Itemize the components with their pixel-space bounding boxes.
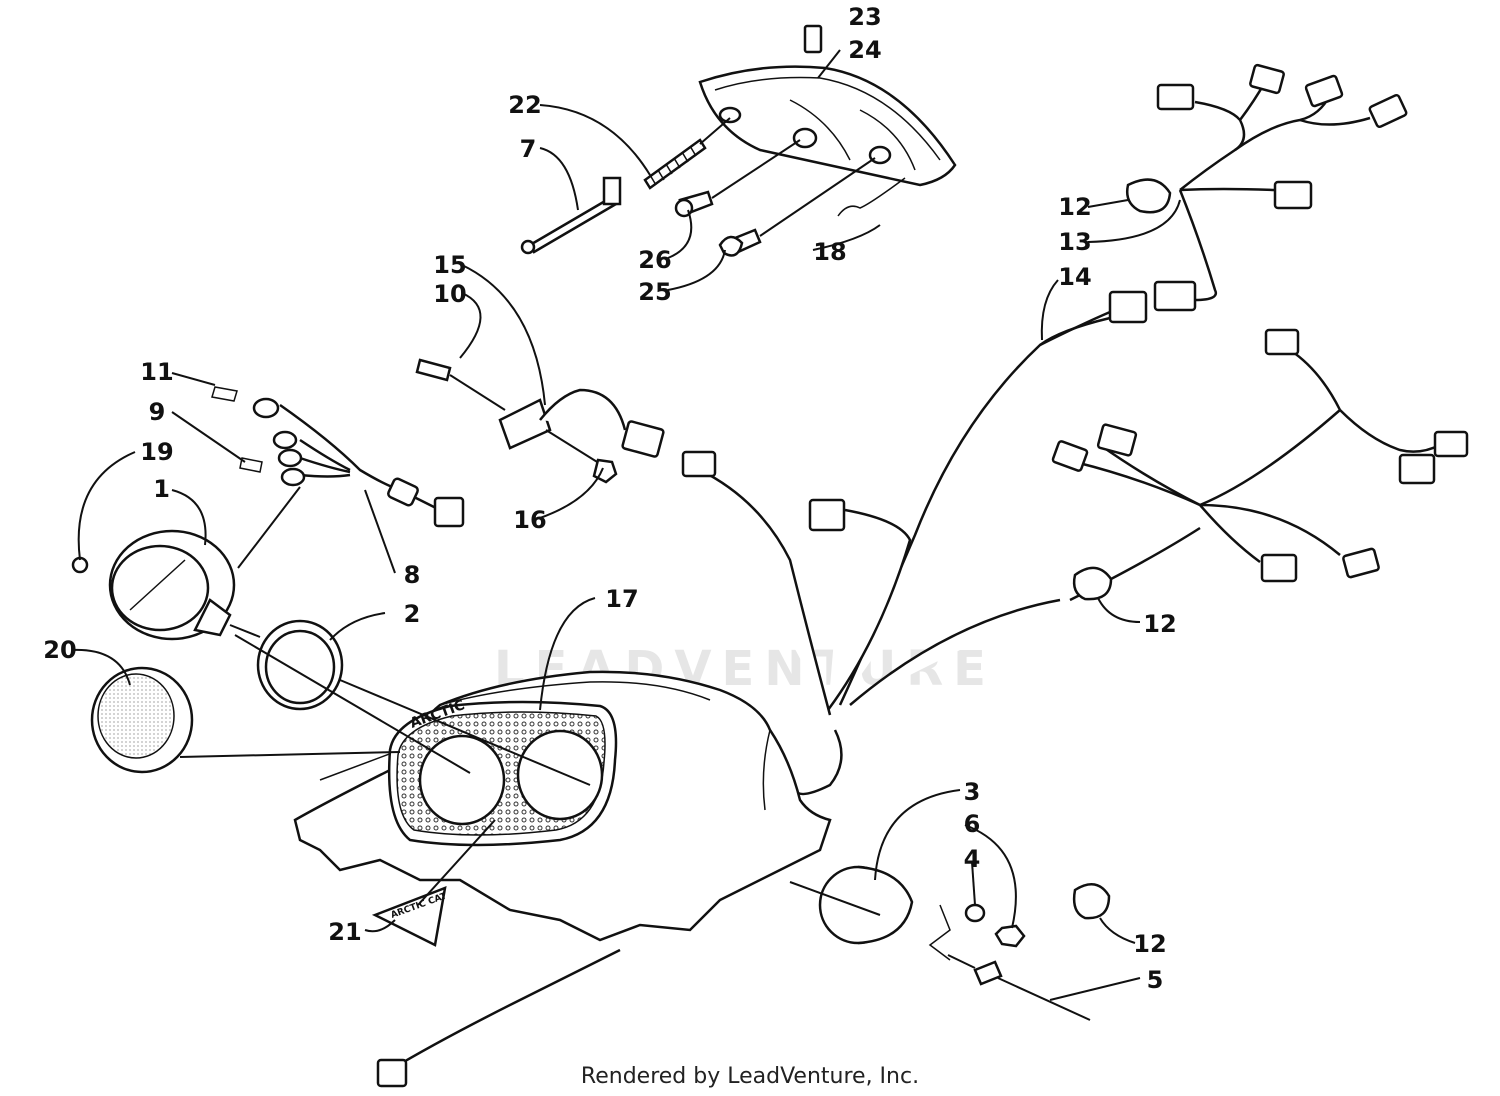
wire-branch <box>826 508 912 711</box>
label-2: 2 <box>404 600 421 628</box>
label-11: 11 <box>140 358 173 386</box>
label-7: 7 <box>520 135 537 163</box>
label-18: 18 <box>813 238 846 266</box>
label-1: 1 <box>153 475 170 503</box>
screw-19 <box>71 556 89 574</box>
label-16: 16 <box>513 506 546 534</box>
label-3: 3 <box>964 778 981 806</box>
label-12-mid: 12 <box>1143 610 1176 638</box>
label-14: 14 <box>1058 263 1091 291</box>
label-13: 13 <box>1058 228 1091 256</box>
label-23: 23 <box>848 3 881 31</box>
wiring-harness-13 <box>1153 63 1408 312</box>
screw-10 <box>415 358 452 382</box>
label-6: 6 <box>964 810 981 838</box>
spring-22 <box>643 138 707 190</box>
bulb-9 <box>239 457 263 473</box>
decal-21: ARCTIC CAT <box>371 886 449 947</box>
clamp-12-top <box>1126 178 1172 214</box>
connector-bottom <box>376 1058 408 1088</box>
label-4: 4 <box>964 845 981 873</box>
clamp-12-bottom <box>1072 883 1111 920</box>
label-12-bottom: 12 <box>1133 930 1166 958</box>
lens-20 <box>90 666 194 774</box>
label-24: 24 <box>848 36 881 64</box>
label-19: 19 <box>140 438 173 466</box>
nut-6 <box>994 924 1026 948</box>
gauge-wire-harness-8 <box>252 397 465 528</box>
label-8: 8 <box>404 561 421 589</box>
headlight-housing <box>698 65 957 187</box>
label-17: 17 <box>605 585 638 613</box>
callout-labels: 1 2 3 4 5 6 7 8 9 10 11 12 13 14 15 16 1… <box>43 3 1176 994</box>
switch-15 <box>498 398 552 450</box>
label-10: 10 <box>433 280 466 308</box>
label-21: 21 <box>328 918 361 946</box>
clamp-12-mid <box>1072 566 1113 601</box>
label-5: 5 <box>1147 966 1164 994</box>
label-9: 9 <box>149 398 166 426</box>
connector-14 <box>1108 290 1148 324</box>
label-25: 25 <box>638 278 671 306</box>
washer-4 <box>964 903 986 923</box>
gauge-1 <box>108 529 261 641</box>
credit-text: Rendered by LeadVenture, Inc. <box>580 1064 920 1089</box>
clip-18 <box>837 177 906 217</box>
bulb-11 <box>211 386 238 402</box>
label-15: 15 <box>433 251 466 279</box>
label-22: 22 <box>508 91 541 119</box>
dash-pod: ARCTIC <box>179 634 832 942</box>
clip-23 <box>803 24 823 54</box>
label-26: 26 <box>638 246 671 274</box>
label-20: 20 <box>43 636 76 664</box>
wiring-harness-right <box>1051 328 1469 602</box>
nut-plate <box>602 176 622 206</box>
label-12-top: 12 <box>1058 193 1091 221</box>
cable-5 <box>973 960 1003 986</box>
leader-lines <box>71 49 1181 1001</box>
